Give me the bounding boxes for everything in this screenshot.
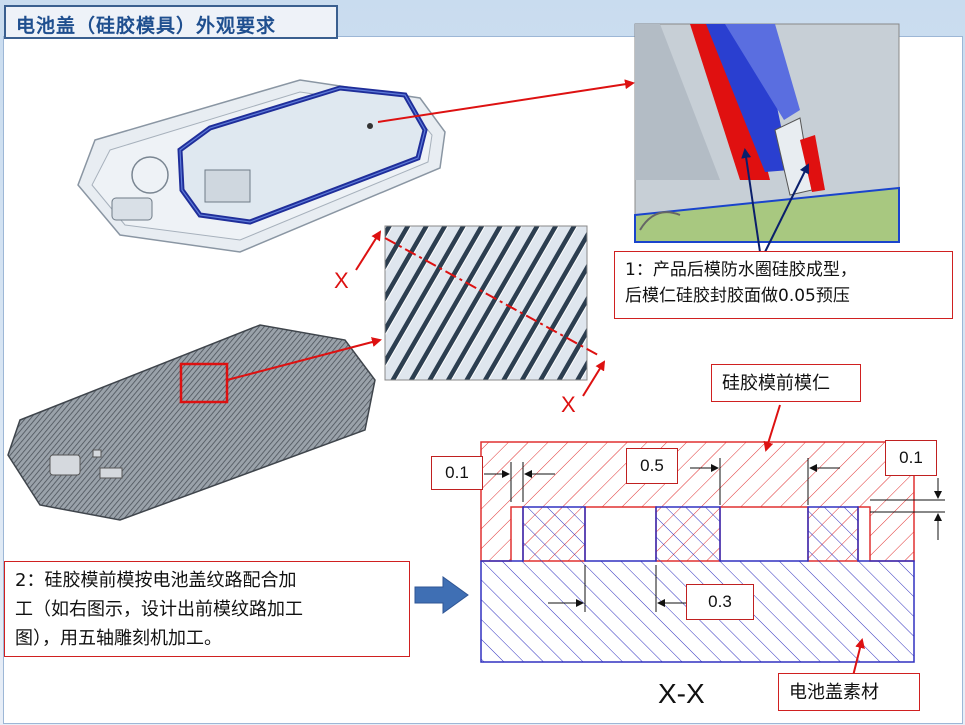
seal-pointer-arrow <box>377 79 635 123</box>
front-core-arrow <box>763 404 781 452</box>
dim-label-right: 0.1 <box>885 440 937 476</box>
section-name: X-X <box>658 678 705 709</box>
dim-label-bottom: 0.3 <box>686 584 754 620</box>
section-arrow-top <box>355 230 382 271</box>
process-note-line3: 图），用五轴雕刻机加工。 <box>15 627 222 649</box>
process-note-callout: 2：硅胶模前模按电池盖纹路配合加 工（如右图示，设计出前模纹路加工 图），用五轴… <box>4 561 410 657</box>
seal-arrow-1 <box>741 148 761 253</box>
process-note-line1: 2：硅胶模前模按电池盖纹路配合加 <box>15 570 297 591</box>
seal-note-callout: 1：产品后模防水圈硅胶成型， 后模仁硅胶封胶面做0.05预压 <box>614 251 953 319</box>
texture-pointer-arrow <box>226 337 382 381</box>
seal-section-render <box>634 23 900 243</box>
section-line <box>384 237 599 356</box>
cover-material-label: 电池盖素材 <box>778 673 920 711</box>
front-core-label: 硅胶模前模仁 <box>711 364 861 402</box>
battery-cover-outer-render <box>7 324 376 521</box>
process-note-line2: 工（如右图示，设计出前模纹路加工 <box>15 598 303 620</box>
dimension-lines <box>484 458 945 612</box>
texture-zoom-view <box>384 225 588 381</box>
section-label-top: X <box>334 268 349 293</box>
seal-arrow-2 <box>764 163 809 253</box>
seal-note-line2: 后模仁硅胶封胶面做0.05预压 <box>625 285 850 306</box>
process-arrow <box>414 576 469 614</box>
battery-cover-inner-render <box>77 79 446 253</box>
texture-detail-marker <box>179 362 229 404</box>
dim-label-left: 0.1 <box>431 456 483 490</box>
dim-label-mid: 0.5 <box>626 448 678 484</box>
section-arrow-bottom <box>582 360 606 397</box>
section-label-bottom: X <box>561 392 576 417</box>
seal-note-line1: 1：产品后模防水圈硅胶成型， <box>625 260 857 280</box>
page-title: 电池盖（硅胶模具）外观要求 <box>4 5 338 39</box>
